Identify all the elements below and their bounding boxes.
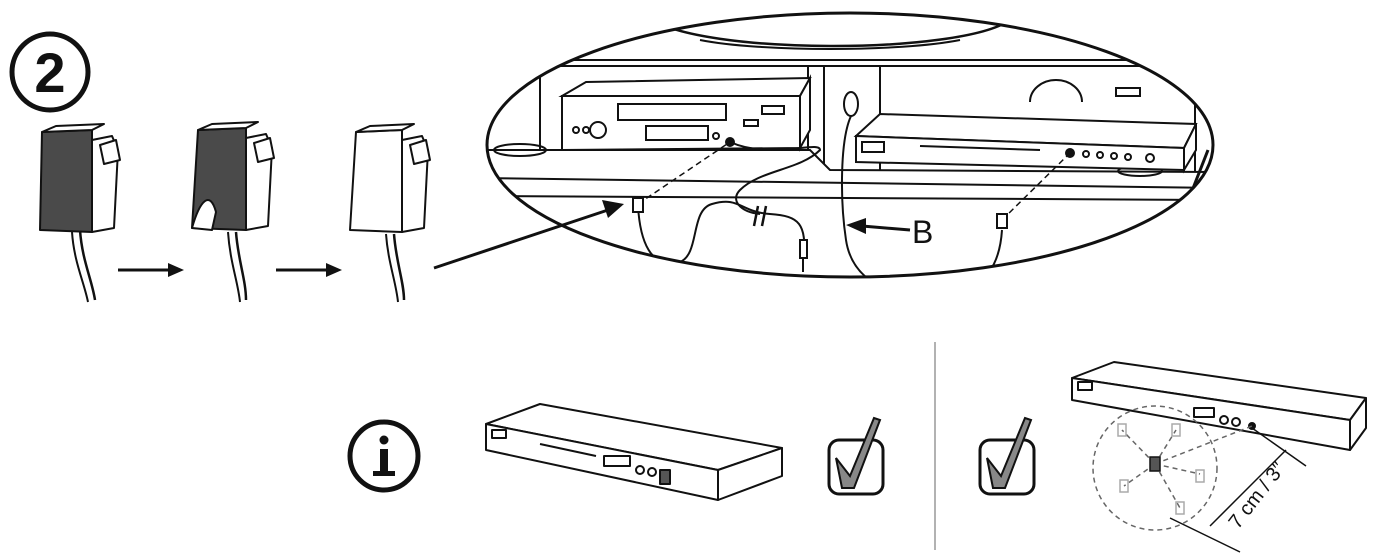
ir-emitter-peeling-film bbox=[191, 121, 275, 303]
dvd-player-placement-view bbox=[1071, 361, 1367, 451]
cable-b-callout: B bbox=[846, 214, 933, 250]
distance-dimension bbox=[1169, 427, 1307, 553]
checkmark-box-icon bbox=[978, 416, 1036, 496]
checkmark-box-icon bbox=[827, 416, 885, 496]
dvd-player-front-view bbox=[485, 403, 783, 501]
distance-label: 7 cm / 3″ bbox=[1225, 458, 1290, 533]
cabinet-zoom-view bbox=[485, 11, 1215, 279]
info-icon bbox=[347, 419, 421, 493]
ir-emitter-with-film bbox=[39, 123, 121, 303]
arrow-step-2 bbox=[276, 263, 342, 277]
step-number: 2 bbox=[34, 41, 65, 104]
arrow-to-zoom bbox=[433, 200, 624, 270]
placement-radius-area bbox=[1092, 405, 1253, 531]
arrow-step-1 bbox=[118, 263, 184, 277]
ir-emitter-adhesive-exposed bbox=[349, 123, 431, 303]
step-badge: 2 bbox=[9, 31, 91, 113]
ir-emitter-position bbox=[1149, 456, 1161, 472]
cable-b-label: B bbox=[912, 214, 933, 250]
